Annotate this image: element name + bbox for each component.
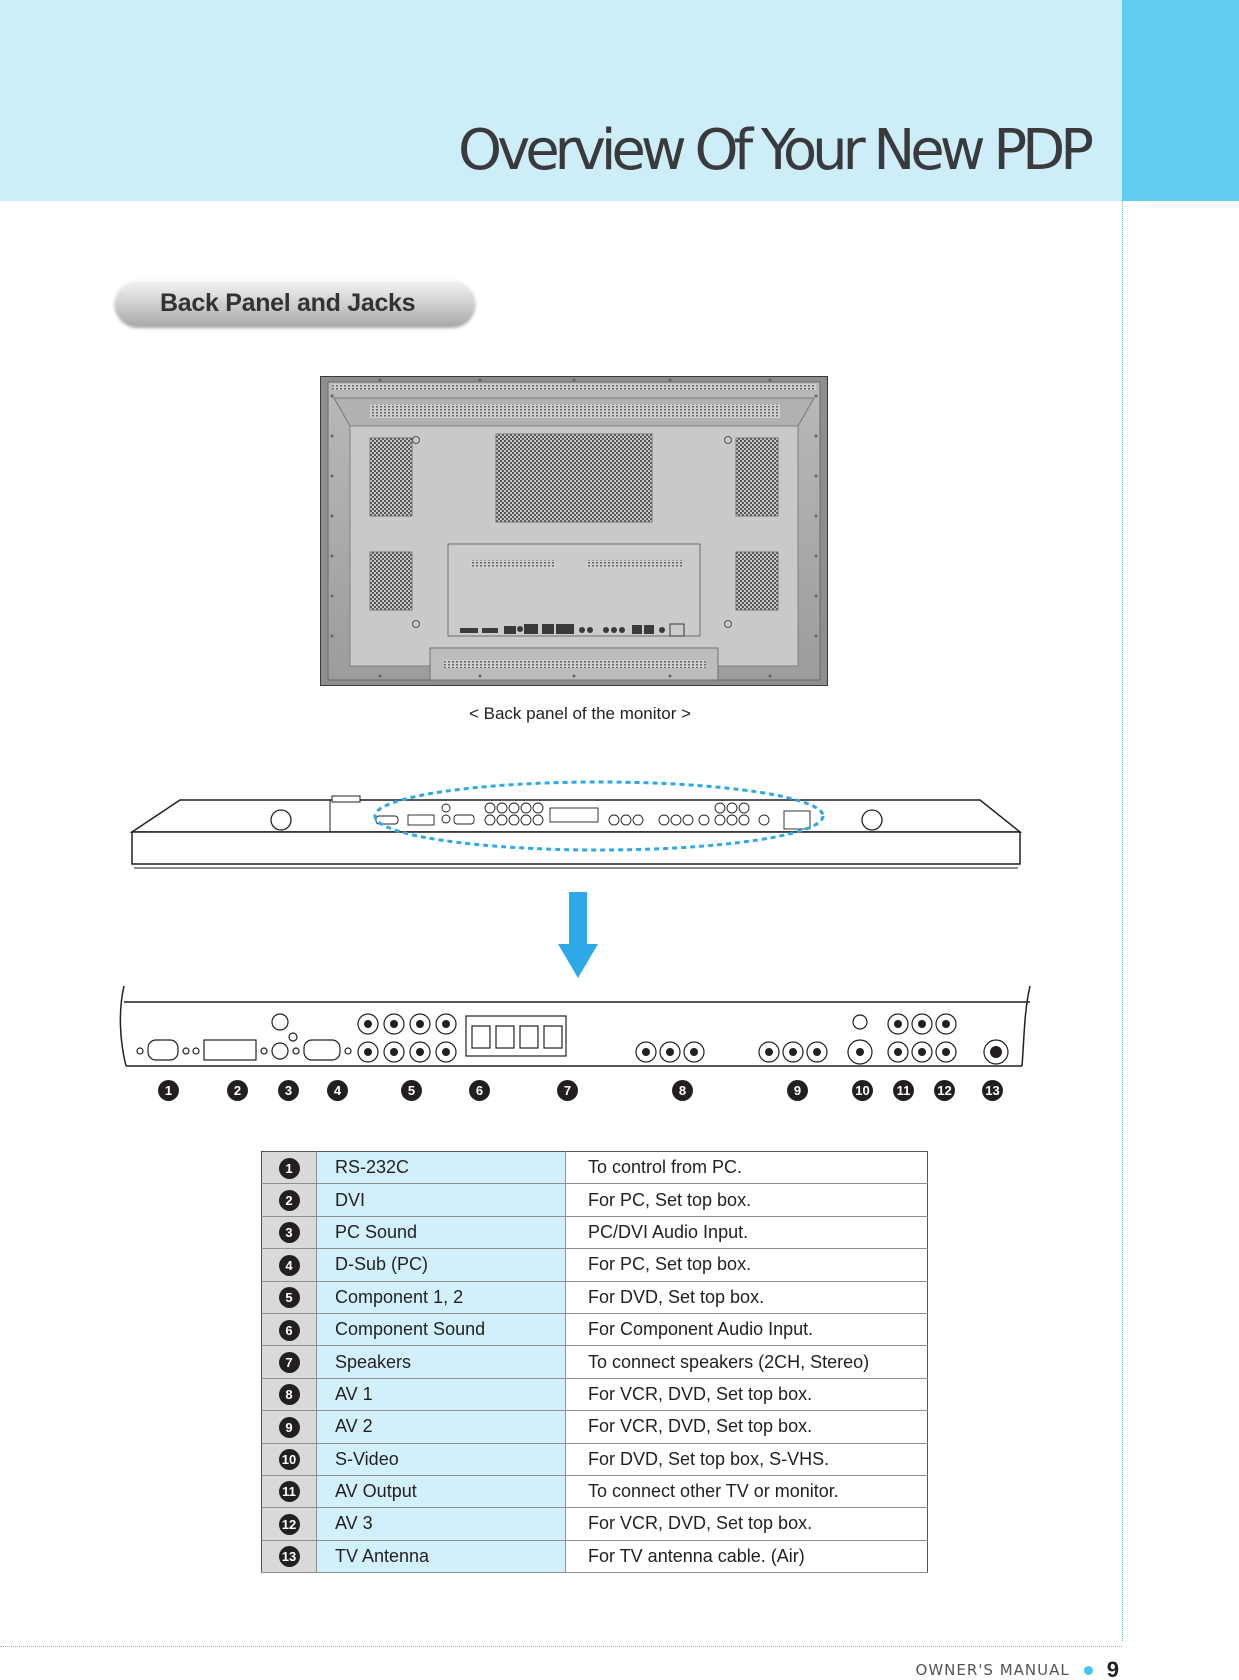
row-number: 5 bbox=[278, 1287, 300, 1309]
callout-10: 10 bbox=[852, 1080, 873, 1101]
row-number: 2 bbox=[278, 1189, 300, 1211]
row-number: 11 bbox=[278, 1481, 300, 1503]
callout-11: 11 bbox=[893, 1080, 914, 1101]
jack-description: To connect other TV or monitor. bbox=[565, 1475, 928, 1509]
jack-name: D-Sub (PC) bbox=[316, 1248, 566, 1282]
footer-label: OWNER'S MANUAL bbox=[915, 1661, 1070, 1679]
footer-dot-icon bbox=[1083, 1665, 1093, 1675]
table-row: 4 D-Sub (PC)For PC, Set top box. bbox=[261, 1248, 928, 1282]
header-tab bbox=[1122, 0, 1239, 201]
jack-name: Component 1, 2 bbox=[316, 1281, 566, 1314]
jack-name: AV 3 bbox=[316, 1507, 566, 1541]
row-number: 13 bbox=[278, 1546, 300, 1568]
jack-panel-closeup bbox=[119, 985, 1031, 1067]
jack-name: S-Video bbox=[316, 1443, 566, 1476]
jack-name: AV 1 bbox=[316, 1378, 566, 1412]
callout-9: 9 bbox=[787, 1080, 808, 1101]
callout-12: 12 bbox=[934, 1080, 955, 1101]
down-arrow-icon bbox=[558, 892, 598, 978]
jack-name: RS-232C bbox=[316, 1151, 566, 1185]
row-number: 10 bbox=[278, 1449, 300, 1471]
page-footer: OWNER'S MANUAL 9 bbox=[916, 1657, 1119, 1680]
figure-caption: < Back panel of the monitor > bbox=[468, 704, 692, 723]
jack-number-callouts: 1 2 3 4 5 6 7 8 9 10 11 12 13 bbox=[0, 1080, 1239, 1104]
section-heading-label: Back Panel and Jacks bbox=[160, 289, 416, 317]
jack-name: AV 2 bbox=[316, 1410, 566, 1444]
jack-name: AV Output bbox=[316, 1475, 566, 1509]
callout-6: 6 bbox=[469, 1080, 490, 1101]
row-number: 7 bbox=[278, 1351, 300, 1373]
callout-4: 4 bbox=[327, 1080, 348, 1101]
jack-name: DVI bbox=[316, 1183, 566, 1217]
row-number: 4 bbox=[278, 1254, 300, 1276]
callout-5: 5 bbox=[401, 1080, 422, 1101]
callout-2: 2 bbox=[227, 1080, 248, 1101]
row-number: 8 bbox=[278, 1384, 300, 1406]
jack-description: To connect speakers (2CH, Stereo) bbox=[565, 1345, 928, 1379]
jack-description: For DVD, Set top box. bbox=[565, 1281, 928, 1314]
jack-description: For PC, Set top box. bbox=[565, 1248, 928, 1282]
jack-description: For PC, Set top box. bbox=[565, 1183, 928, 1217]
jack-description: For VCR, DVD, Set top box. bbox=[565, 1507, 928, 1541]
callout-8: 8 bbox=[672, 1080, 693, 1101]
jack-description: For DVD, Set top box, S-VHS. bbox=[565, 1443, 928, 1476]
jack-description: For VCR, DVD, Set top box. bbox=[565, 1410, 928, 1444]
row-number: 6 bbox=[278, 1319, 300, 1341]
jack-description: For TV antenna cable. (Air) bbox=[565, 1540, 928, 1574]
callout-1: 1 bbox=[158, 1080, 179, 1101]
jack-description: For Component Audio Input. bbox=[565, 1313, 928, 1347]
row-number: 3 bbox=[278, 1222, 300, 1244]
callout-13: 13 bbox=[982, 1080, 1003, 1101]
row-number: 12 bbox=[278, 1513, 300, 1535]
page-number: 9 bbox=[1106, 1657, 1119, 1680]
header-band bbox=[0, 0, 1122, 201]
jack-name: Speakers bbox=[316, 1345, 566, 1379]
callout-3: 3 bbox=[278, 1080, 299, 1101]
page-title: Overview Of Your New PDP bbox=[458, 118, 1094, 183]
monitor-bottom-edge-illustration bbox=[129, 780, 1023, 869]
jack-description: To control from PC. bbox=[565, 1151, 928, 1185]
row-number: 9 bbox=[278, 1416, 300, 1438]
margin-guide-vertical bbox=[1122, 201, 1123, 1641]
monitor-back-panel-illustration bbox=[320, 376, 828, 686]
margin-guide-horizontal bbox=[0, 1646, 1122, 1647]
jack-name: Component Sound bbox=[316, 1313, 566, 1347]
jack-name: PC Sound bbox=[316, 1216, 566, 1250]
row-number: 1 bbox=[278, 1157, 300, 1179]
section-heading: Back Panel and Jacks bbox=[115, 280, 475, 326]
callout-7: 7 bbox=[557, 1080, 578, 1101]
jack-description: PC/DVI Audio Input. bbox=[565, 1216, 928, 1250]
jack-name: TV Antenna bbox=[316, 1540, 566, 1574]
jack-description: For VCR, DVD, Set top box. bbox=[565, 1378, 928, 1412]
